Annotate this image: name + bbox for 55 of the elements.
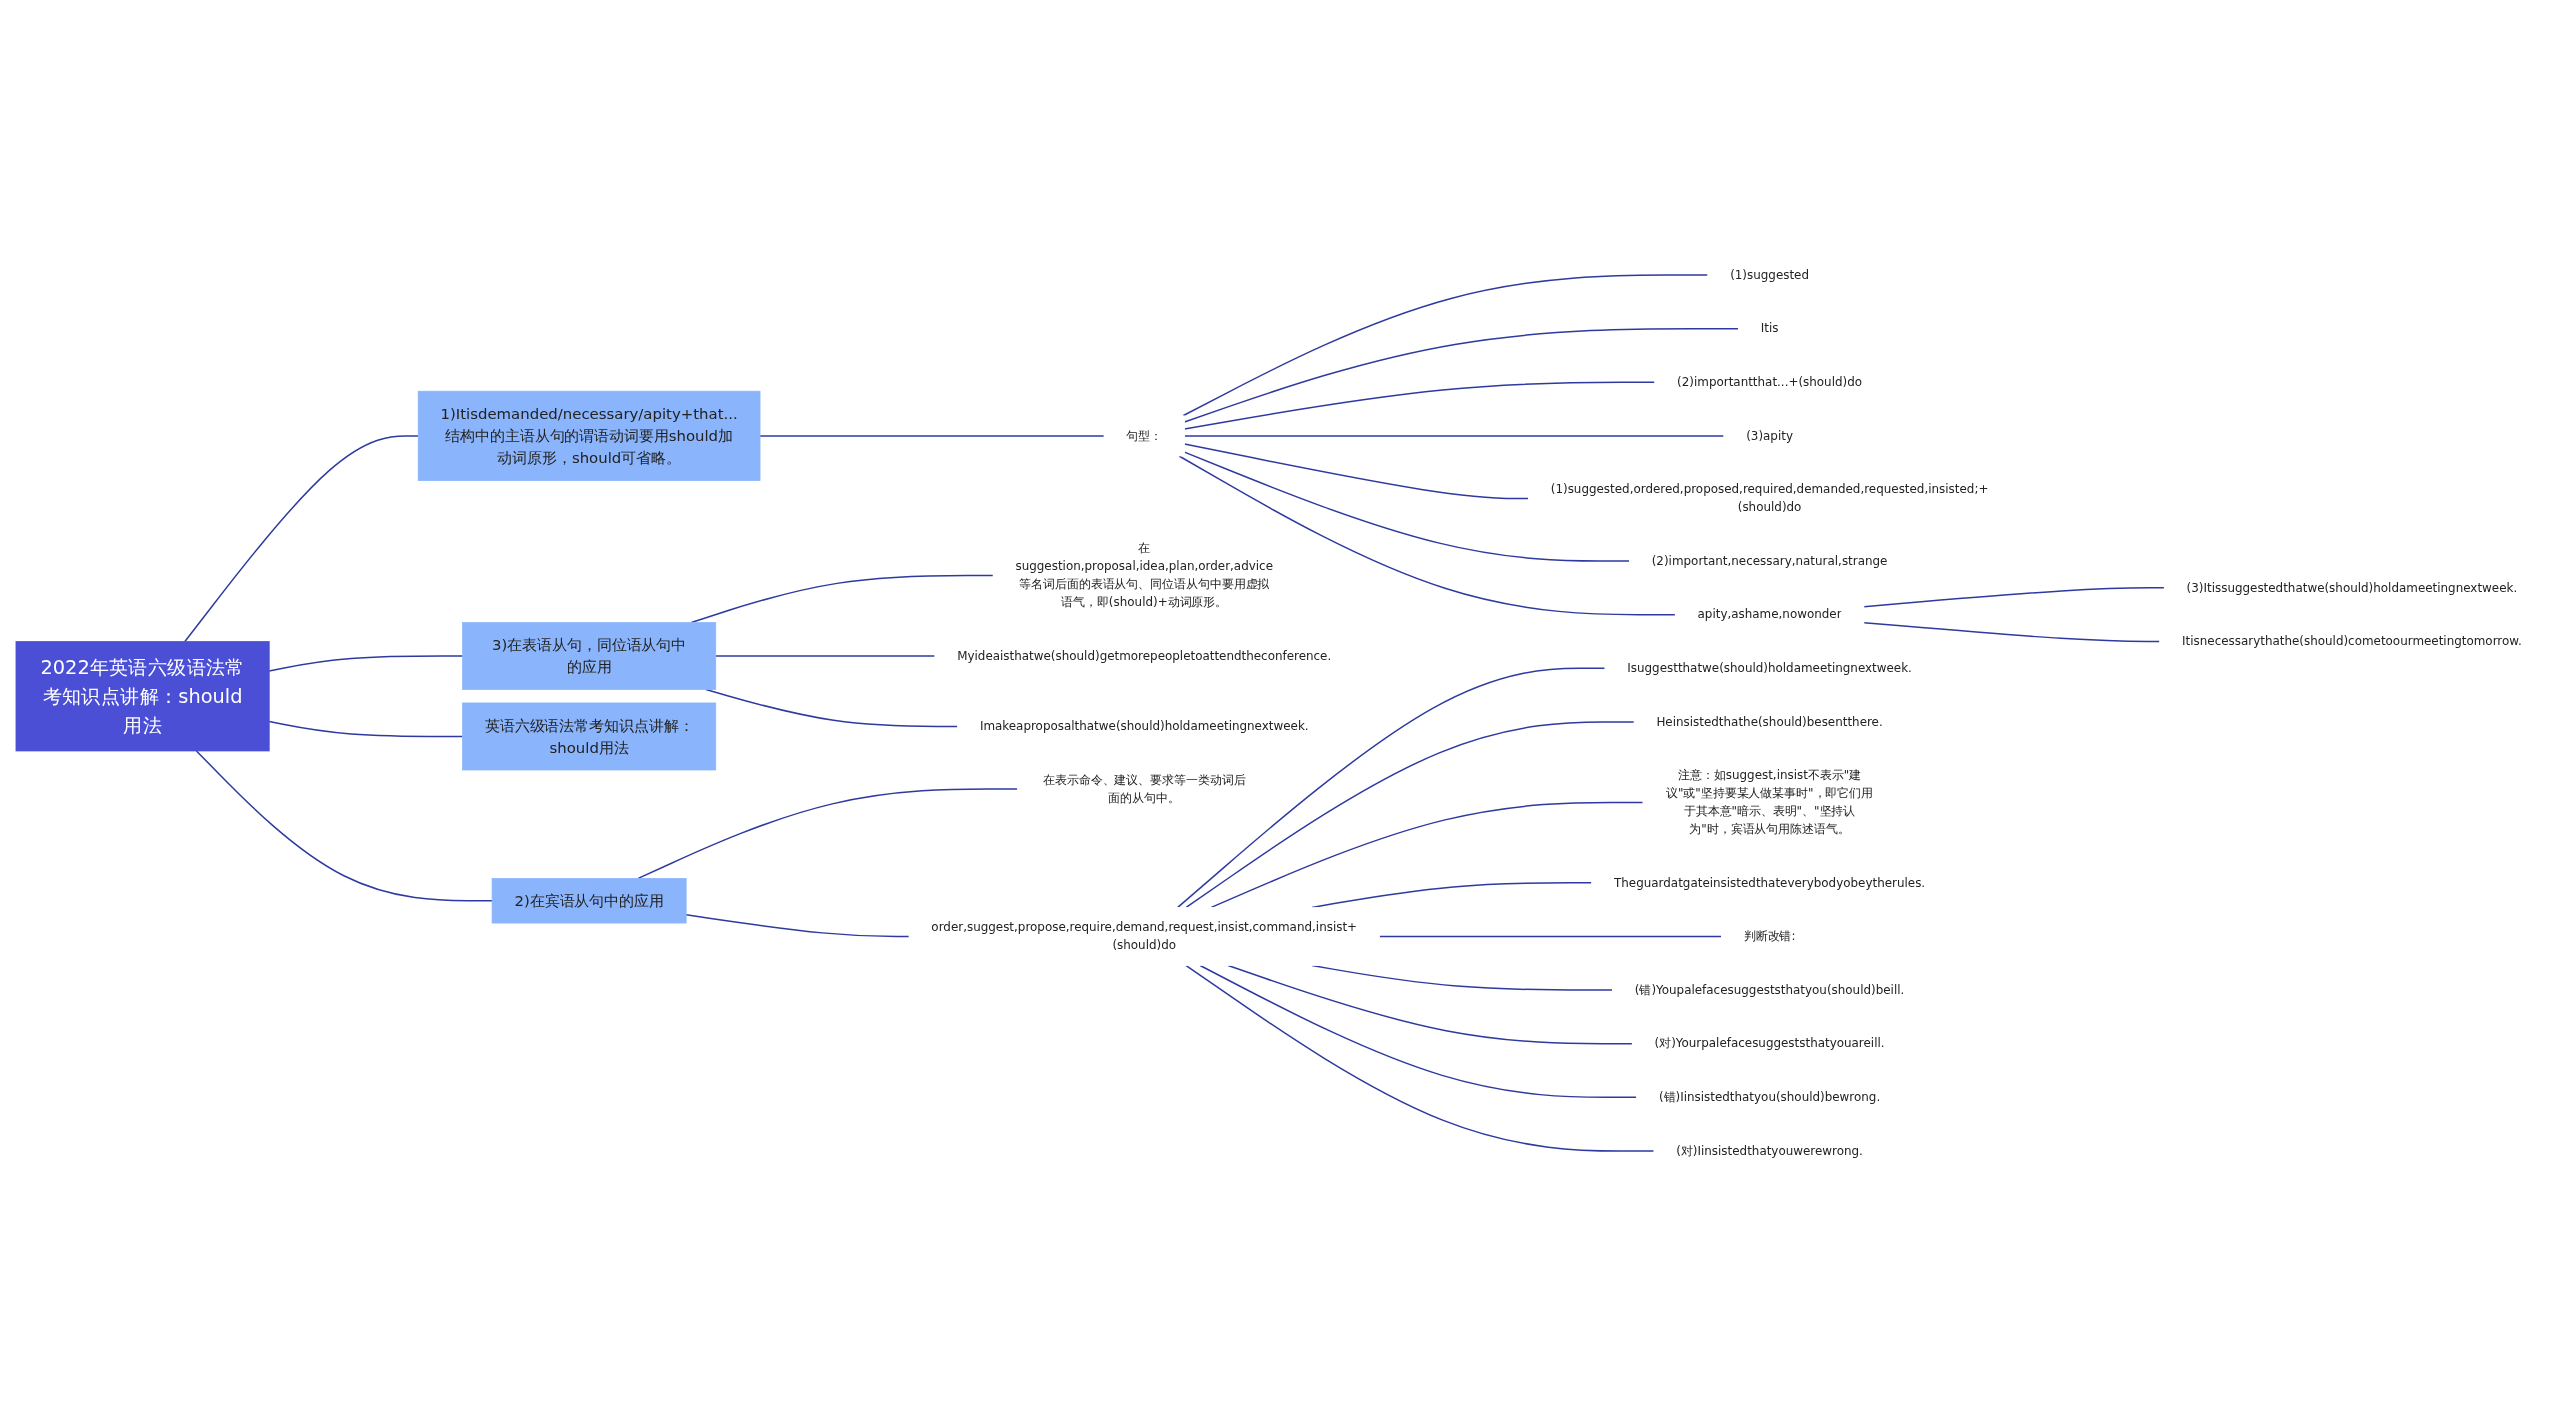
node-text: (1)suggested,ordered,proposed,required,demanded,requested,insisted;+(should)do [1550, 482, 1989, 515]
node-box: 2022年英语六级语法常考知识点讲解：should用法 [15, 641, 270, 752]
connector [1177, 667, 1606, 909]
connector [268, 720, 464, 738]
node-text: Itisnecessarythathe(should)cometoourmeetingtomorrow. [2182, 634, 2522, 649]
connector [690, 574, 994, 624]
connector [1863, 587, 2165, 608]
connector [1185, 964, 1655, 1152]
connector [268, 655, 464, 672]
node-text: order,suggest,propose,require,demand,request,insist,command,insist+(should)do [931, 920, 1358, 953]
node-text: Imakeaproposalthatwe(should)holdameetingnextweek. [979, 718, 1309, 734]
node-text: 注意：如suggest,insist不表示"建议"或"坚持要某人做某事时"，即它们用于其本意"暗示、表明"、"坚持认为"时，宾语从句用陈述语气。 [1666, 768, 1874, 836]
connector [1185, 721, 1635, 909]
connector [1182, 274, 1709, 417]
connector [1178, 455, 1676, 616]
node-text: (2)importantthat...+(should)do [1677, 374, 1863, 389]
connector [1199, 964, 1638, 1099]
connector [759, 435, 1105, 437]
connector [1183, 451, 1631, 562]
connector [1183, 381, 1656, 430]
connector [637, 788, 1019, 880]
node-text: apity,ashame,nowonder [1697, 607, 1842, 622]
node-text: (3)apity [1746, 428, 1793, 443]
connector [1183, 443, 1530, 500]
node-text: (对)Iinsistedthatyouwerewrong. [1676, 1143, 1863, 1158]
node-text: Isuggestthatwe(should)holdameetingnextweek. [1627, 660, 1912, 676]
node-text: (3)Itissuggestedthatwe(should)holdameetingnextweek. [2186, 580, 2518, 595]
connector [195, 750, 493, 902]
connector [1210, 801, 1644, 909]
connector [1227, 964, 1633, 1045]
node-text: (1)suggested [1730, 267, 1810, 282]
node-text: Itis [1760, 321, 1779, 336]
node-text: (错)Iinsistedthatyou(should)bewrong. [1658, 1089, 1881, 1105]
connector [705, 688, 959, 728]
connector [685, 914, 910, 938]
node-text: 在表示命令、建议、要求等一类动词后面的从句中。 [1042, 772, 1246, 805]
connector [1183, 327, 1740, 423]
node-box: 3)在表语从句，同位语从句中的应用 [462, 622, 717, 690]
node-text: (错)Youpalefacesuggeststhatyou(should)beill. [1634, 982, 1905, 997]
node-box: 2)在宾语从句中的应用 [491, 878, 687, 924]
node-text: Theguardatgateinsistedthateverybodyobeytherules. [1614, 875, 1926, 890]
node-text: 判断改错: [1743, 929, 1796, 944]
node-text: 句型： [1126, 428, 1163, 443]
connector [1378, 935, 1723, 938]
node-box: 英语六级语法常考知识点讲解：should用法 [462, 702, 717, 771]
connector [1863, 621, 2161, 643]
connector [715, 655, 936, 657]
node-box: 1)Itisdemanded/necessary/apity+that...结构中的主语从句的谓语动词要用should加动词原形，should可省略。 [417, 390, 761, 481]
node-text: Heinsistedthathe(should)besentthere. [1656, 714, 1883, 729]
node-text: (对)Yourpalefacesuggeststhatyouareill. [1654, 1036, 1885, 1051]
connector [184, 435, 419, 643]
node-text: 在suggestion,proposal,idea,plan,order,advice等名词后面的表语从句、同位语从句中要用虚拟语气，即(should)+动词原形。 [1015, 541, 1273, 610]
connector [1183, 435, 1725, 437]
node-text: (2)important,necessary,natural,strange [1651, 553, 1888, 568]
node-text: Myideaisthatwe(should)getmorepeopletoattendtheconference. [957, 648, 1332, 663]
